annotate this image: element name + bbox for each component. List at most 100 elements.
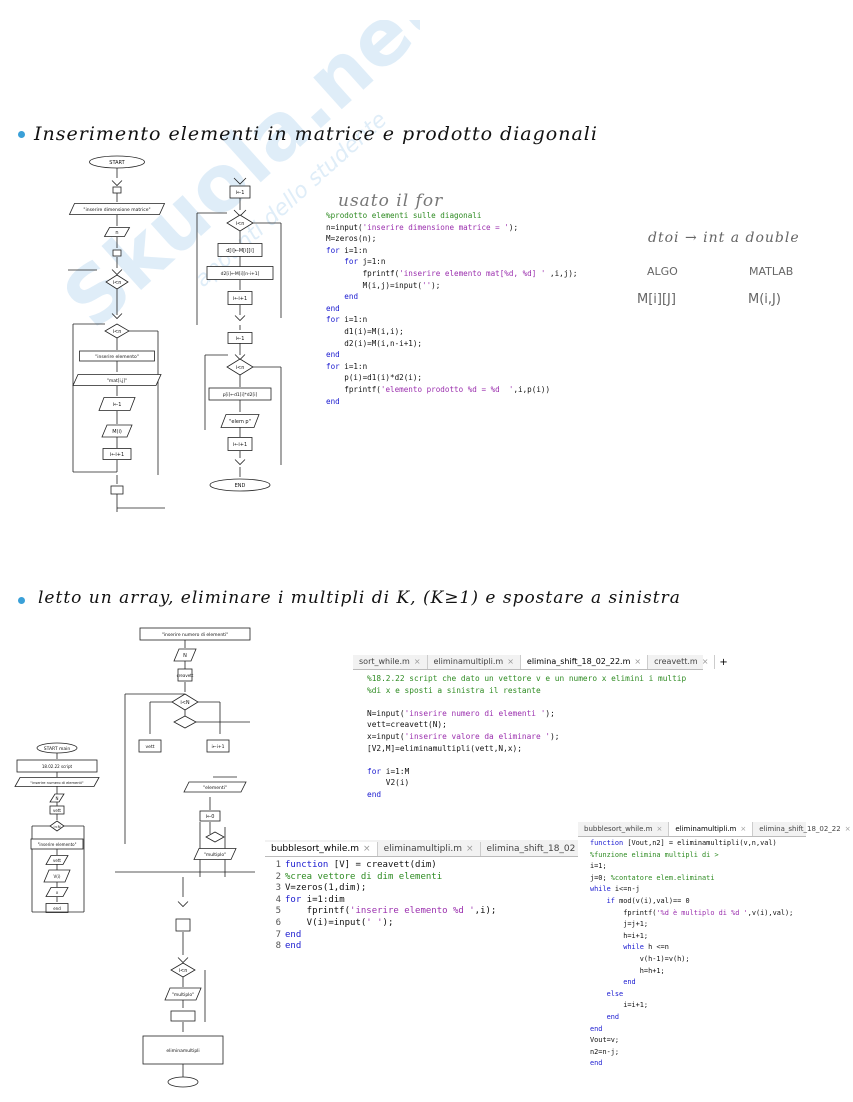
editor-tab[interactable]: eliminamultipli.m× — [378, 842, 481, 856]
flow-chev — [233, 177, 247, 185]
editor-tab-label: elimina_shift_18_02_22.m — [526, 657, 631, 666]
editor-tab[interactable]: sort_while.m× — [353, 655, 428, 669]
note-matlab-label: MATLAB — [749, 265, 794, 278]
note-algo-expr: M[i][J] — [637, 292, 676, 307]
flow-dec: i<N — [49, 820, 65, 832]
flow-io: "inserire dimensione matrice" — [68, 203, 166, 215]
code-line: V2(i) — [367, 778, 410, 788]
flow-label: "inserire numero di elementi" — [162, 632, 229, 638]
flow-label: creavett — [177, 673, 194, 678]
flow-dec: i<N — [171, 693, 199, 711]
close-tab-icon[interactable]: × — [844, 825, 851, 833]
editor-tab[interactable]: eliminamultipli.m× — [669, 822, 754, 836]
line-number: 4 — [275, 894, 281, 905]
flow-rect: d2[i]←M[i][n-i+1] — [206, 266, 274, 280]
code-line: 2%crea vettore di dim elementi — [265, 871, 595, 883]
flow-label: i<n — [236, 221, 245, 227]
code-line: x=input('inserire valore da eliminare ')… — [367, 731, 560, 741]
add-tab-icon[interactable]: + — [719, 657, 728, 668]
flow-label: "elem p" — [229, 419, 251, 425]
flow-chev — [111, 313, 123, 320]
flow-label: START main — [44, 746, 71, 752]
flow-label: i<N — [53, 824, 60, 829]
flow-label: 18.02.22 script — [42, 764, 73, 769]
flow-label: M(i) — [112, 429, 122, 435]
editor-tab[interactable]: elimina_shift_18_02_22.m× — [520, 655, 649, 669]
line-number: 5 — [275, 906, 281, 917]
flow-rect: vett — [138, 739, 162, 753]
close-tab-icon[interactable]: × — [507, 657, 514, 666]
flow-label: i<n — [113, 329, 122, 335]
flow-label: i<n — [113, 280, 122, 286]
close-tab-icon[interactable]: × — [363, 844, 371, 854]
flow-label: i←1 — [236, 190, 245, 196]
code-line: 5 fprintf('inserire elemento %d ',i); — [265, 905, 595, 917]
editor-tab-label: sort_while.m — [359, 657, 410, 666]
editor-tab[interactable]: elimina_shift_18_02× — [481, 842, 594, 856]
code-line: end — [326, 303, 340, 313]
flow-rect: end — [45, 903, 69, 913]
flow-dec: i<n — [226, 358, 254, 376]
close-tab-icon[interactable]: × — [656, 825, 663, 833]
flow-label: "elementi" — [203, 785, 227, 791]
code-line: 6 V(i)=input(' '); — [265, 917, 595, 929]
editor-tab-label: eliminamultipli.m — [433, 657, 504, 666]
flow-chev — [234, 315, 246, 322]
flow-rect: p[i]←d1[i]*d2[i] — [208, 387, 272, 401]
flow-label: i←1 — [113, 402, 122, 408]
editor2-tabbar: bubblesort_while.m×eliminamultipli.m×eli… — [265, 840, 595, 857]
code-line: function [Vout,n2] = eliminamultipli(v,n… — [590, 839, 777, 847]
close-tab-icon[interactable]: × — [465, 844, 474, 854]
flow-label: "multiplo" — [204, 852, 227, 858]
flow-rect: d[i]←M[i][i] — [217, 243, 263, 257]
flow-io: i←1 — [98, 397, 136, 411]
section1-heading: Inserimento elementi in matrice e prodot… — [34, 123, 598, 145]
note-dtoi: dtoi → int a double — [648, 230, 800, 246]
code-line — [367, 696, 703, 708]
close-tab-icon[interactable]: × — [634, 657, 642, 666]
flow-label: i<n — [179, 968, 188, 974]
flow-io: N — [49, 793, 65, 803]
editor-tab[interactable]: bubblesort_while.m× — [265, 842, 378, 856]
flow-rect: creavett — [177, 668, 194, 682]
flow-dec — [173, 715, 197, 729]
flow-label: p[i]←d1[i]*d2[i] — [223, 392, 258, 398]
flow-label: i<n — [236, 365, 245, 371]
flow-rect: i←i+1 — [102, 448, 132, 460]
flow-label: eliminamultipli — [166, 1048, 199, 1054]
editor-eliminamultipli: bubblesort_while.m×eliminamultipli.m×eli… — [578, 822, 851, 1067]
flow-label: i←1 — [236, 336, 245, 342]
flow-rect — [170, 1010, 196, 1022]
code-line: else — [606, 989, 624, 998]
code-line: end — [606, 1012, 620, 1021]
flow-label: end — [53, 906, 61, 911]
editor-tab[interactable]: eliminamultipli.m× — [428, 655, 521, 669]
flow-rect: "inserire elemento" — [30, 838, 84, 850]
flow-label: d2[i]←M[i][n-i+1] — [221, 271, 260, 277]
flowchart-diagonal-product: i←1 i<n d[i]←M[i][i] d2[i]←M[i][n-i+1] i←i+1… — [196, 177, 282, 492]
close-tab-icon[interactable]: × — [740, 825, 747, 833]
flow-io: "elementi" — [183, 781, 247, 793]
flow-term — [167, 1076, 199, 1088]
editor-tab[interactable]: bubblesort_while.m× — [578, 822, 670, 836]
code-line: for j=1:n — [344, 257, 386, 267]
flow-chev — [177, 957, 189, 964]
flow-dec: i<n — [170, 962, 196, 978]
code-line: %funzione elimina multipli di > — [590, 850, 719, 859]
flow-label: i←i+1 — [233, 442, 247, 448]
flow-io: V(i) — [43, 869, 71, 883]
close-tab-icon[interactable]: × — [701, 657, 709, 666]
code-line: if mod(v(i),val)== 0 — [606, 896, 690, 905]
flow-chev — [234, 459, 246, 466]
editor1-code: %18.2.22 script che dato un vettore v e … — [353, 670, 703, 801]
flow-term: START — [89, 155, 145, 169]
flow-chev — [111, 269, 123, 276]
editor-tab[interactable]: elimina_shift_18_02_22× — [753, 822, 853, 836]
editor-tab[interactable]: creavett.m× — [648, 655, 716, 669]
note-algo-label: ALGO — [647, 265, 678, 278]
code-line: p(i)=d1(i)*d2(i); — [326, 373, 423, 383]
close-tab-icon[interactable]: × — [413, 657, 421, 666]
flow-dec: i<n — [226, 214, 254, 232]
